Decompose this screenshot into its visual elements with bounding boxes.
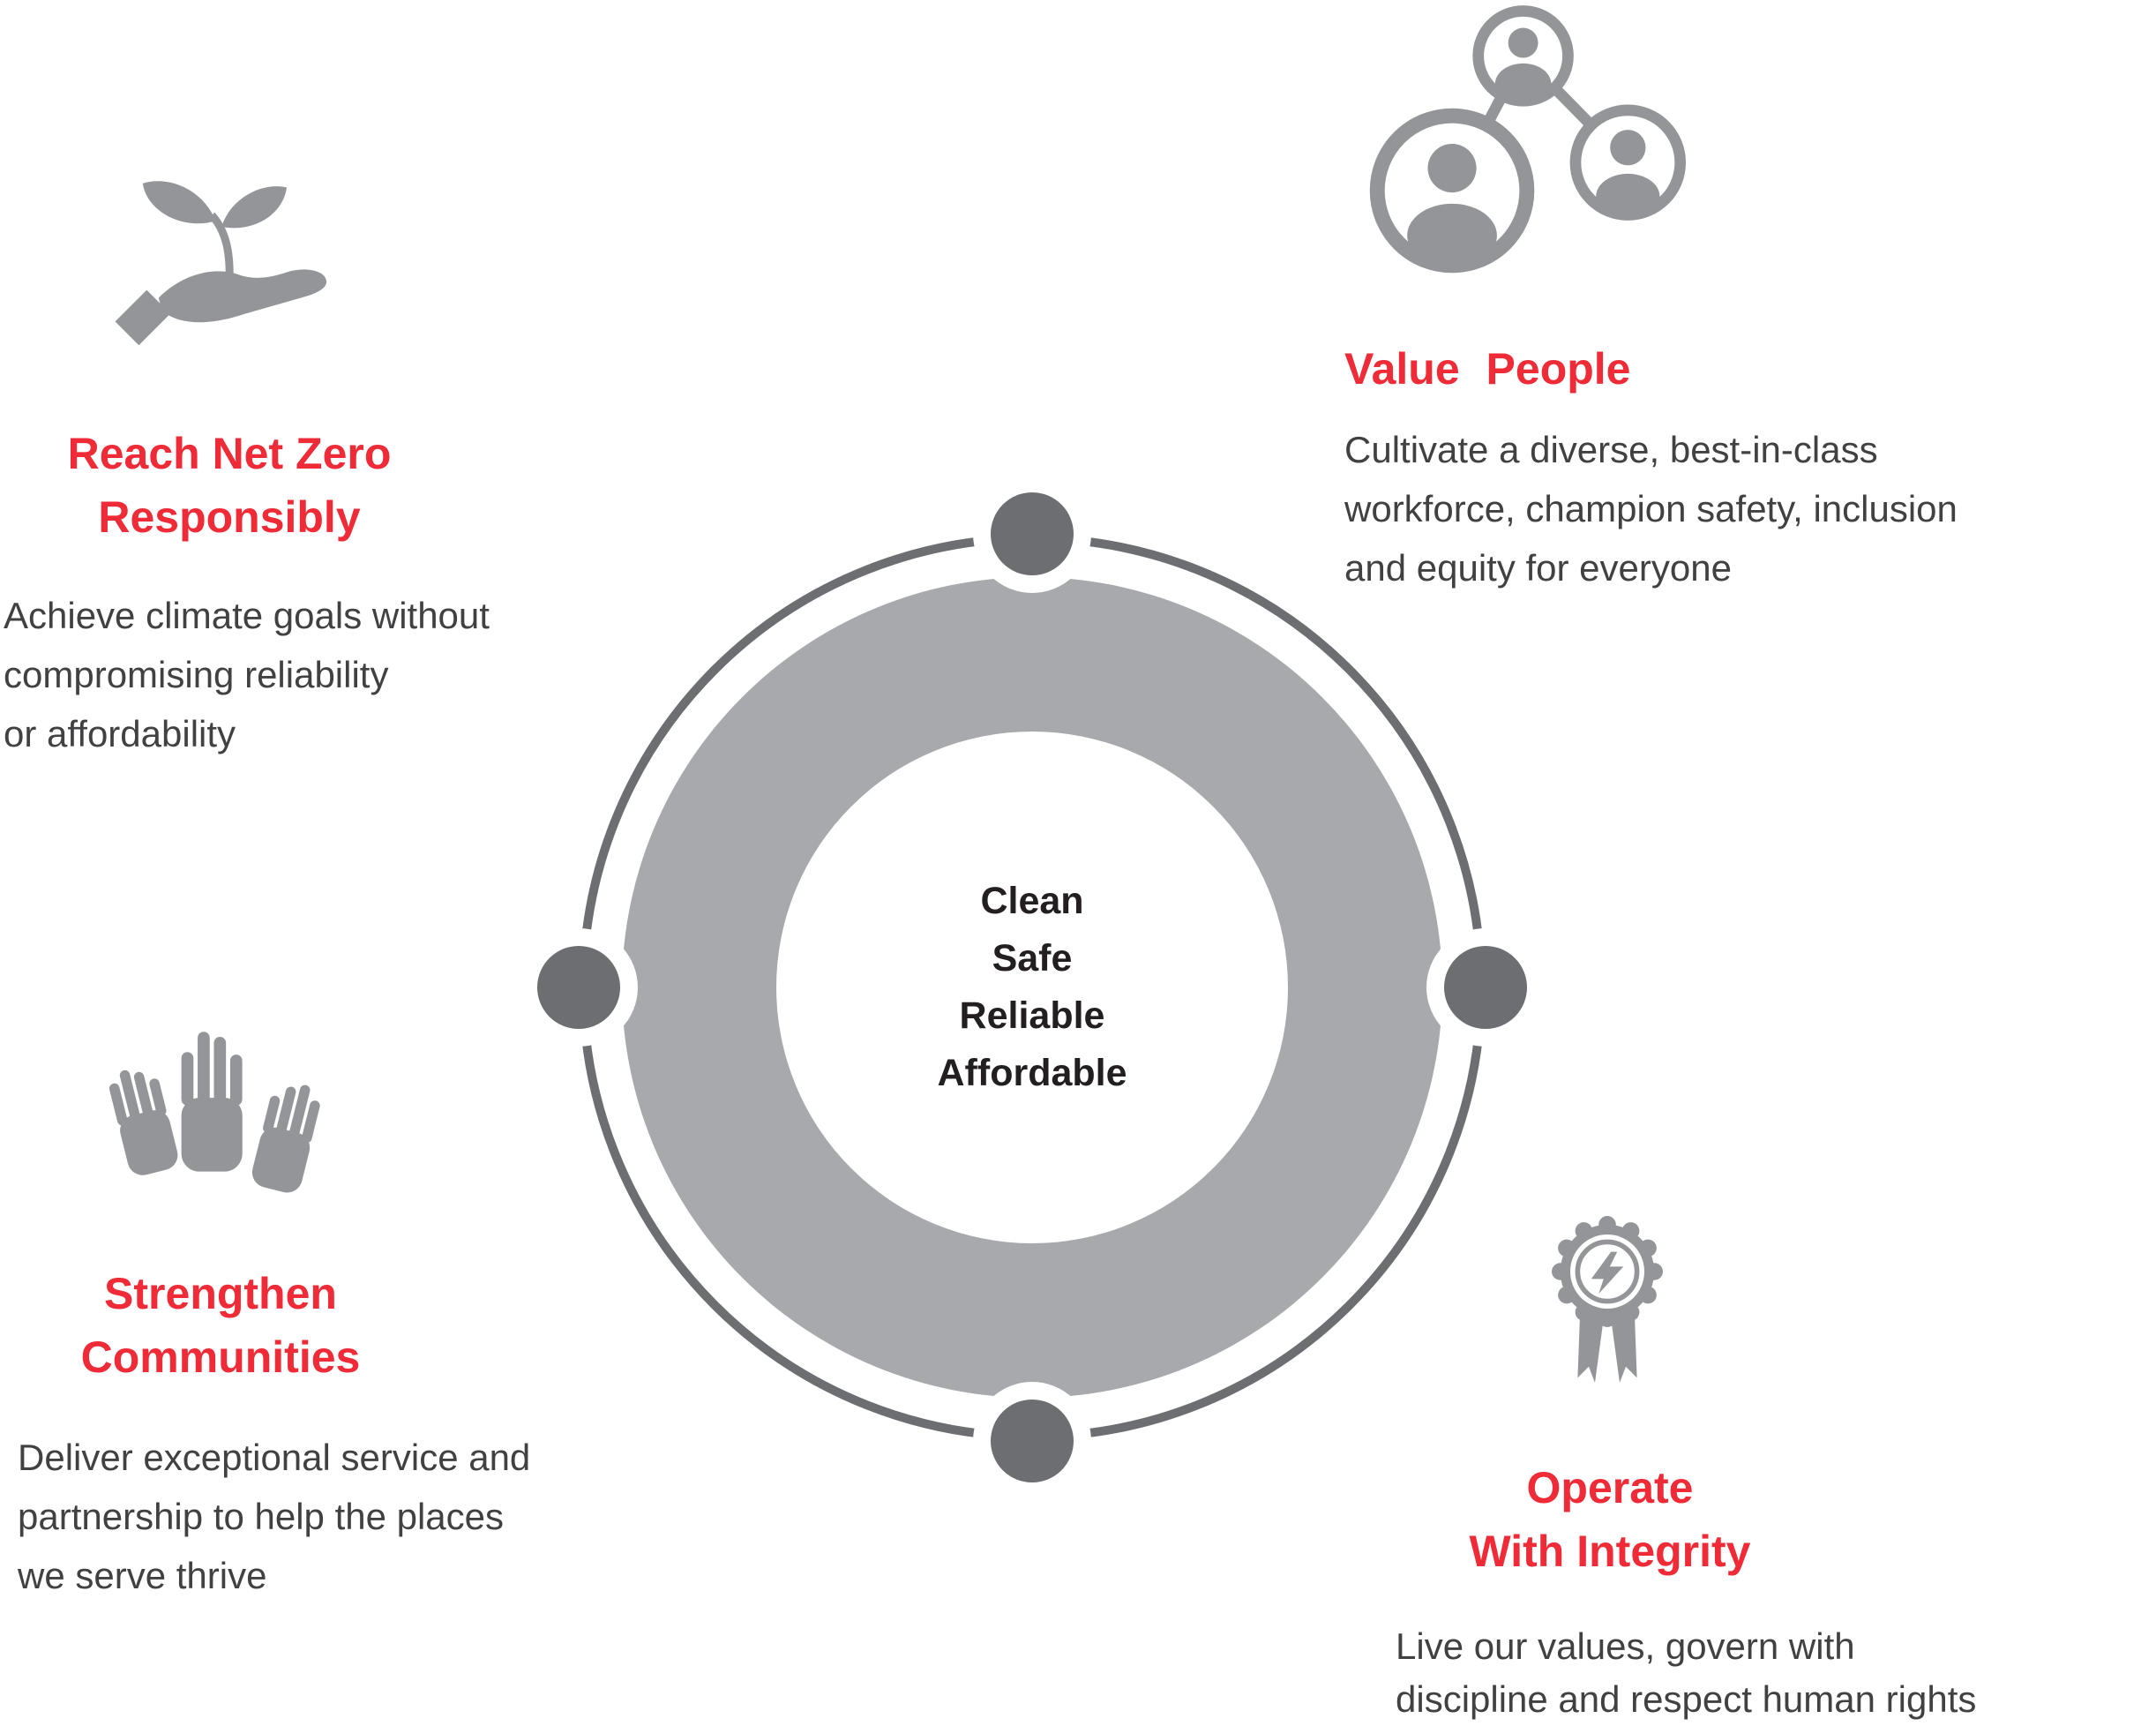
- people-network-icon: [1363, 4, 1711, 284]
- strengthen-communities-description: Deliver exceptional service and partners…: [18, 1437, 531, 1596]
- title-line: Reach Net Zero: [67, 429, 392, 478]
- value-people-description: Cultivate a diverse, best-in-class workf…: [1344, 429, 1958, 589]
- award-medal-icon: [1533, 1189, 1681, 1415]
- reach-net-zero-title: Reach Net Zero Responsibly: [0, 422, 459, 549]
- title-line: Responsibly: [98, 492, 361, 542]
- center-value-line: Reliable: [959, 994, 1105, 1037]
- title-line: With Integrity: [1469, 1527, 1751, 1576]
- operate-with-integrity-title: Operate With Integrity: [1381, 1456, 1839, 1583]
- value-people-title: Value People: [1344, 337, 1962, 401]
- center-value-line: Safe: [992, 937, 1073, 979]
- node-dot-top: [973, 475, 1091, 593]
- operate-with-integrity-description: Live our values, govern with discipline …: [1396, 1625, 1977, 1720]
- center-value-line: Affordable: [937, 1052, 1127, 1094]
- title-line: Strengthen: [104, 1269, 337, 1318]
- center-values-text: Clean Safe Reliable Affordable: [776, 873, 1288, 1102]
- node-dot-bottom: [973, 1382, 1091, 1500]
- title-line: Operate: [1526, 1463, 1694, 1512]
- strengthen-communities-title: Strengthen Communities: [0, 1262, 441, 1389]
- hand-seedling-icon: [99, 168, 356, 385]
- center-value-line: Clean: [980, 880, 1084, 922]
- title-line: Value People: [1344, 344, 1631, 394]
- title-line: Communities: [80, 1332, 361, 1382]
- raised-hands-icon: [81, 994, 350, 1216]
- node-dot-left: [520, 928, 638, 1047]
- node-dot-right: [1426, 928, 1545, 1047]
- reach-net-zero-description: Achieve climate goals without compromisi…: [4, 595, 490, 754]
- inner-circle: [776, 732, 1288, 1243]
